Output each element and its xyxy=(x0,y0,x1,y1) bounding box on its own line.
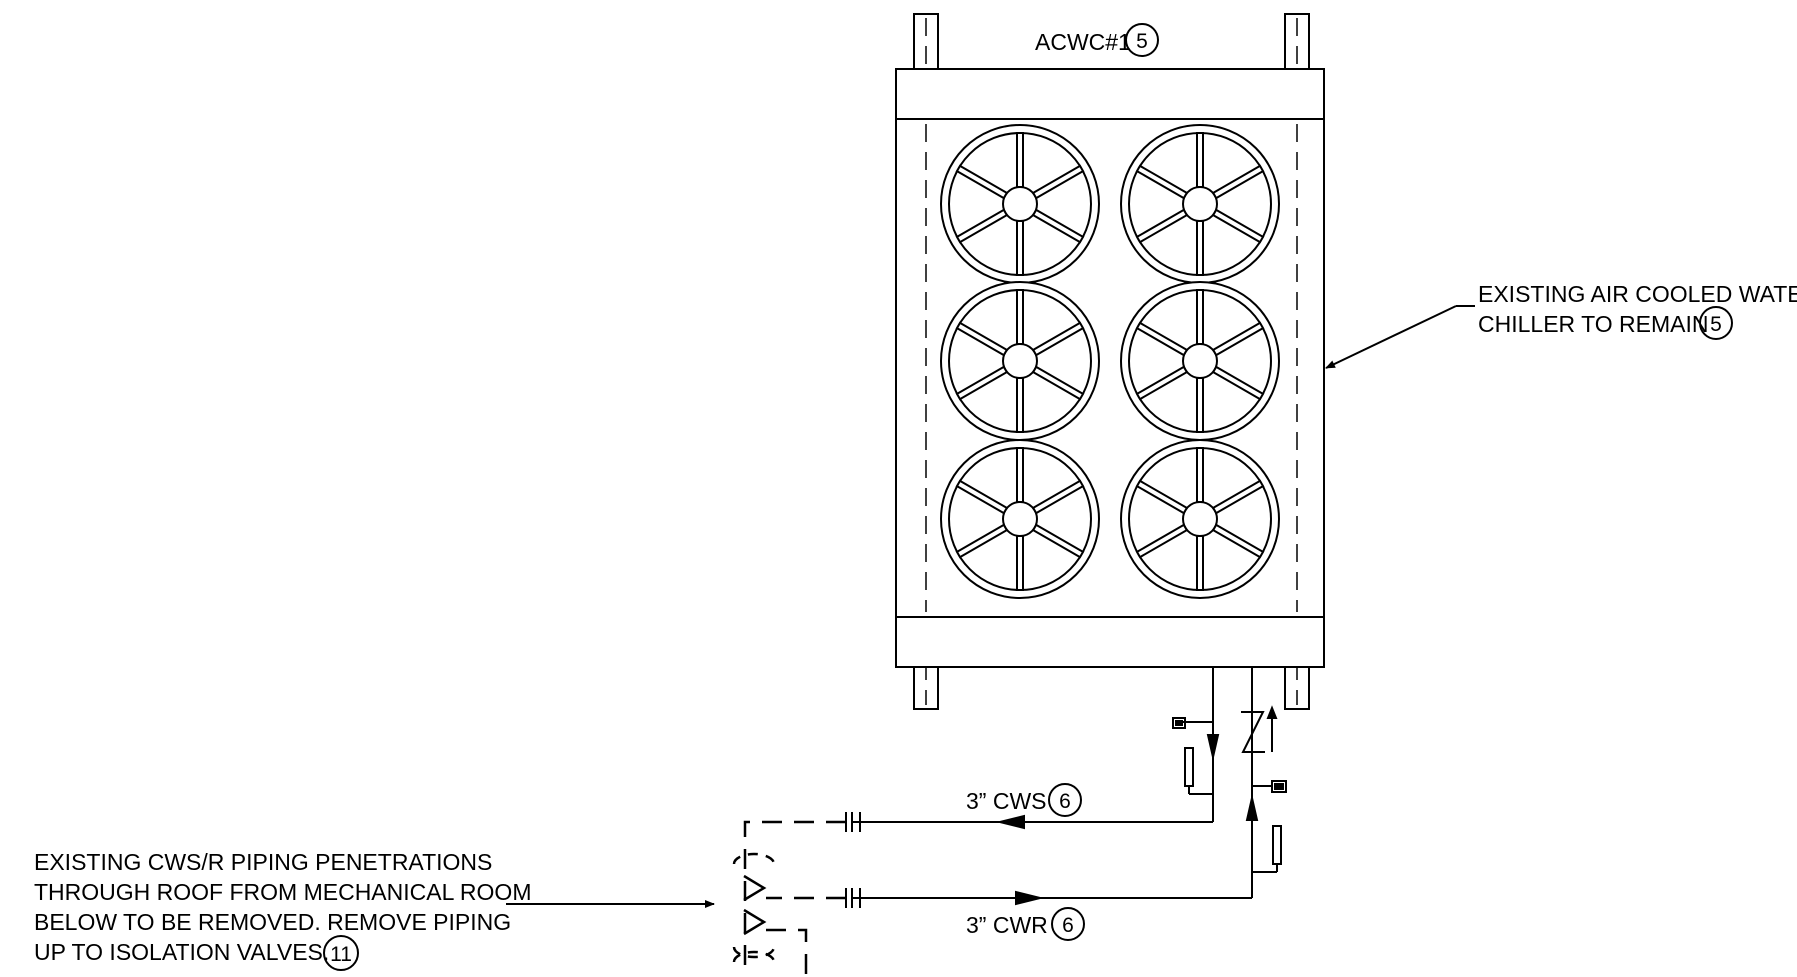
roof-penetrations xyxy=(732,852,776,963)
fan-group xyxy=(940,124,1280,599)
penetration-note-line1: EXISTING CWS/R PIPING PENETRATIONS xyxy=(34,849,492,875)
cws-label: 3” CWS xyxy=(966,788,1047,814)
cwr-label: 3” CWR xyxy=(966,912,1048,938)
penetration-note-number: 11 xyxy=(330,943,352,966)
return-flange xyxy=(845,888,861,908)
chiller-note-bubble xyxy=(1699,306,1733,340)
cws-note: 6 xyxy=(1059,790,1071,813)
penetration-note-bubble xyxy=(323,935,359,971)
unit-tag-note-bubble xyxy=(1125,23,1159,57)
chiller-note-line1: EXISTING AIR COOLED WATER xyxy=(1478,281,1797,307)
cwr-note: 6 xyxy=(1062,914,1074,937)
cwr-note-bubble xyxy=(1051,907,1085,941)
supply-flange xyxy=(845,812,861,832)
cws-note-bubble xyxy=(1048,783,1082,817)
condenser-fan xyxy=(940,439,1100,599)
supply-pipe xyxy=(860,667,1220,830)
penetration-note-line2: THROUGH ROOF FROM MECHANICAL ROOM xyxy=(34,879,531,905)
penetration-note-line3: BELOW TO BE REMOVED. REMOVE PIPING xyxy=(34,909,511,935)
return-pipe xyxy=(860,667,1287,906)
condenser-fan xyxy=(940,281,1100,441)
condenser-fan xyxy=(1120,439,1280,599)
unit-tag-note: 5 xyxy=(1136,30,1148,53)
condenser-fan xyxy=(1120,281,1280,441)
unit-tag-label: ACWC#1 xyxy=(1035,29,1131,55)
condenser-fan xyxy=(940,124,1100,284)
condenser-fan xyxy=(1120,124,1280,284)
removed-piping xyxy=(743,820,846,977)
chiller-note-line2: CHILLER TO REMAIN xyxy=(1478,311,1708,337)
chiller-leader xyxy=(1325,305,1475,369)
penetration-note-line4: UP TO ISOLATION VALVES. xyxy=(34,939,329,965)
chiller-note-number: 5 xyxy=(1710,313,1722,336)
